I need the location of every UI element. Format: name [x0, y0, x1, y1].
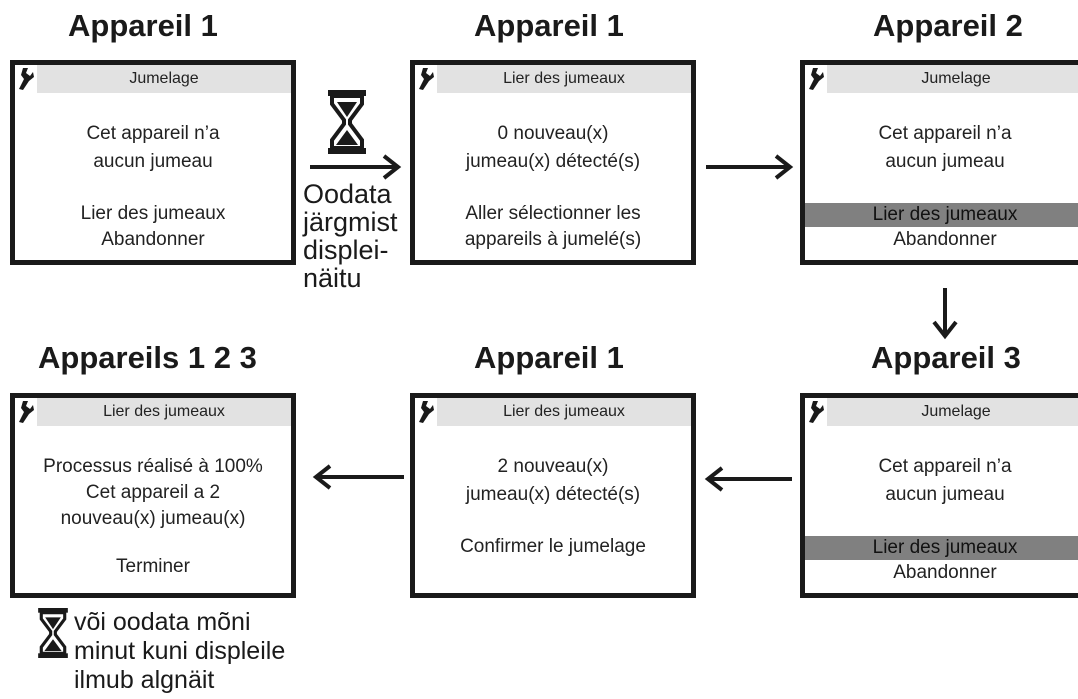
- heading-screen-4: Appareil 3: [871, 340, 1021, 375]
- screen-title: Lier des jumeaux: [37, 398, 291, 426]
- screen-device-1-confirm: Lier des jumeaux 2 nouveau(x) jumeau(x) …: [410, 393, 696, 598]
- screen-device-1-linking: Lier des jumeaux 0 nouveau(x) jumeau(x) …: [410, 60, 696, 265]
- screen-text: jumeau(x) détecté(s): [465, 151, 641, 172]
- menu-item-link-twins-selected[interactable]: Lier des jumeaux: [805, 536, 1078, 560]
- timeout-note-line: minut kuni displeile: [74, 637, 286, 665]
- wrench-icon: [19, 68, 34, 90]
- heading-screen-6: Appareils 1 2 3: [38, 340, 257, 375]
- wrench-icon: [809, 68, 824, 90]
- wrench-icon: [419, 68, 434, 90]
- menu-item-link-twins[interactable]: Lier des jumeaux: [80, 203, 226, 224]
- wrench-icon: [419, 401, 434, 423]
- wait-note: Oodata järgmist displei- näitu: [303, 180, 398, 292]
- heading-screen-3: Appareil 2: [873, 8, 1023, 43]
- screen-text: aucun jumeau: [885, 484, 1005, 505]
- screen-text: appareils à jumelé(s): [464, 229, 642, 250]
- arrow-down-icon: [932, 288, 958, 340]
- menu-item-link-twins-selected[interactable]: Lier des jumeaux: [805, 203, 1078, 227]
- wait-note-line: Oodata: [303, 179, 392, 209]
- timeout-note: või oodata mõni minut kuni displeile ilm…: [74, 608, 285, 695]
- screen-text: nouveau(x) jumeau(x): [60, 508, 246, 529]
- menu-item-abandon[interactable]: Abandonner: [893, 562, 997, 583]
- screen-text: Processus réalisé à 100%: [43, 456, 263, 477]
- screen-title: Lier des jumeaux: [437, 398, 691, 426]
- wait-note-line: järgmist: [303, 207, 398, 237]
- screen-title: Lier des jumeaux: [437, 65, 691, 93]
- screen-text: Aller sélectionner les: [465, 203, 641, 224]
- screen-device-2: Jumelage Cet appareil n’a aucun jumeau L…: [800, 60, 1078, 265]
- screen-text: jumeau(x) détecté(s): [465, 484, 641, 505]
- menu-item-finish[interactable]: Terminer: [116, 556, 190, 577]
- hourglass-icon: [328, 90, 366, 154]
- heading-screen-1: Appareil 1: [68, 8, 218, 43]
- arrow-left-icon: [312, 464, 404, 490]
- wait-note-line: näitu: [303, 263, 362, 293]
- arrow-right-icon: [310, 154, 402, 180]
- screen-device-1-initial: Jumelage Cet appareil n’a aucun jumeau L…: [10, 60, 296, 265]
- wrench-icon: [19, 401, 34, 423]
- menu-item-abandon[interactable]: Abandonner: [101, 229, 205, 250]
- menu-item-abandon[interactable]: Abandonner: [893, 229, 997, 250]
- screen-text: aucun jumeau: [885, 151, 1005, 172]
- screen-text: Cet appareil n’a: [878, 456, 1012, 477]
- menu-item-confirm-pairing[interactable]: Confirmer le jumelage: [460, 536, 646, 557]
- wrench-icon: [809, 401, 824, 423]
- timeout-note-line: või oodata mõni: [74, 608, 251, 636]
- screen-device-3: Jumelage Cet appareil n’a aucun jumeau L…: [800, 393, 1078, 598]
- heading-screen-2: Appareil 1: [474, 8, 624, 43]
- arrow-left-icon: [704, 466, 792, 492]
- screen-text: aucun jumeau: [93, 151, 213, 172]
- screen-text: Cet appareil n’a: [86, 123, 220, 144]
- screen-text: 2 nouveau(x): [497, 456, 609, 477]
- screen-text: Cet appareil a 2: [85, 482, 221, 503]
- heading-screen-5: Appareil 1: [474, 340, 624, 375]
- screen-text: 0 nouveau(x): [497, 123, 609, 144]
- arrow-right-icon: [706, 154, 794, 180]
- screen-title: Jumelage: [37, 65, 291, 93]
- wait-note-line: displei-: [303, 235, 389, 265]
- hourglass-icon: [38, 608, 68, 658]
- timeout-note-line: ilmub algnäit: [74, 666, 215, 694]
- screen-text: Cet appareil n’a: [878, 123, 1012, 144]
- screen-title: Jumelage: [827, 398, 1078, 426]
- screen-title: Jumelage: [827, 65, 1078, 93]
- screen-devices-complete: Lier des jumeaux Processus réalisé à 100…: [10, 393, 296, 598]
